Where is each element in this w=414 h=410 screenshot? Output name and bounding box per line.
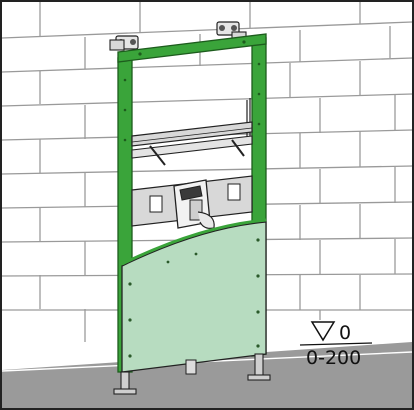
cover-panel-edge [121,218,267,266]
dimension-line [299,342,373,346]
frame-holes [123,40,261,142]
plate-slot-right [227,183,241,201]
rail-strut-right [231,139,245,157]
rail-strut-left [149,145,166,166]
cover-panel-screws [128,238,260,358]
height-annotation: 0 0-200 [299,321,373,369]
frame-foot-right [247,353,271,381]
plate-slot-left [149,195,163,213]
second-metal-rail [131,135,253,159]
height-range-label: 0-200 [306,347,361,369]
drain-stub [185,359,197,375]
frame-top-crossbar [117,33,267,63]
valve-body [173,179,215,229]
level-triangle-icon [310,321,336,342]
frame-foot-left [113,371,137,395]
floor-level-mark: 0 [339,322,351,344]
upper-metal-rail [131,121,253,147]
cover-panel [121,221,267,373]
floor-surface [2,342,412,408]
